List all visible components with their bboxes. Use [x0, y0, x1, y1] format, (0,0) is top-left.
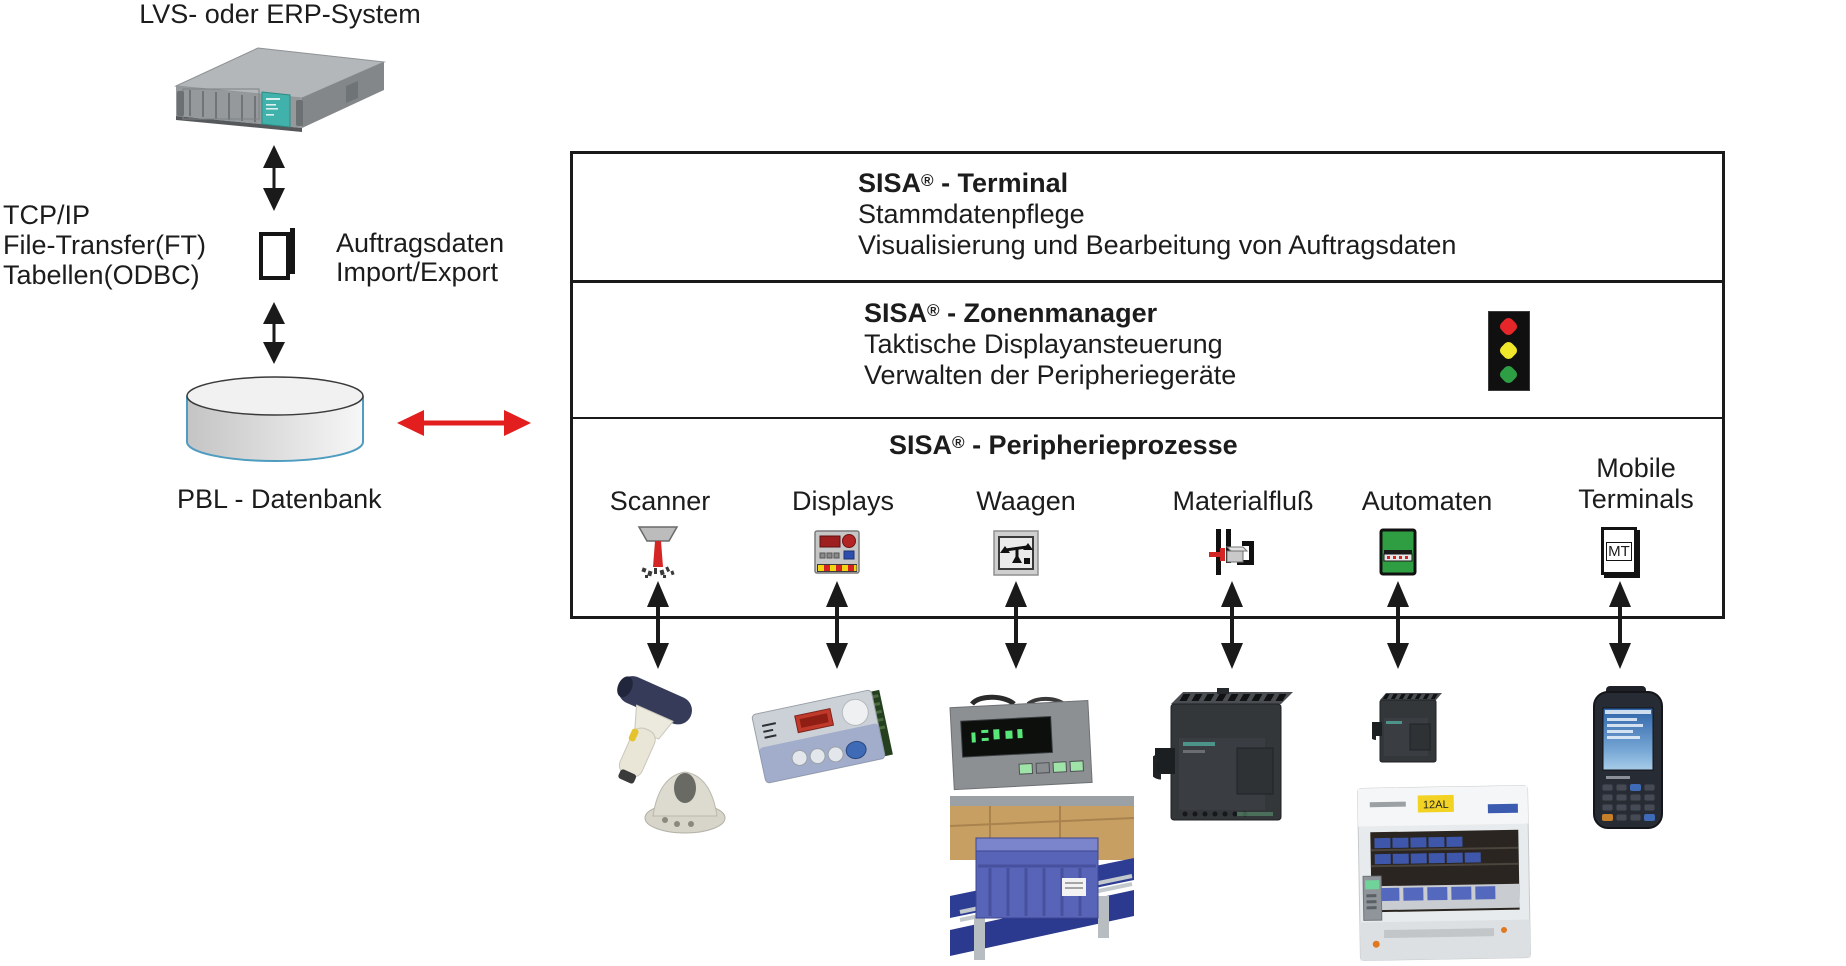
database-icon: [186, 376, 364, 462]
terminal-line1: Stammdatenpflege: [858, 199, 1085, 229]
plc-small-photo: [1372, 693, 1442, 763]
traffic-light-icon: [1488, 311, 1530, 391]
sisa-box: [570, 151, 1725, 619]
sisa-brand: SISA: [858, 168, 922, 198]
updown-arrow-doc-db: [263, 302, 285, 364]
updown-arrow-displays: [826, 581, 848, 669]
document-icon: [259, 228, 295, 280]
zonenmanager-section-title: SISA® - Zonenmanager: [864, 298, 1158, 328]
registered-mark: ®: [921, 171, 934, 190]
scanner-photo: [617, 676, 726, 834]
display-panel-photo: [751, 689, 893, 784]
protocol-label-odbc: Tabellen(ODBC): [3, 260, 200, 290]
updown-arrow-mobile: [1609, 581, 1631, 669]
crate-conveyor-photo: [950, 796, 1134, 960]
terminal-line2: Visualisierung und Bearbeitung von Auftr…: [858, 230, 1457, 260]
traffic-light-red: [1497, 315, 1520, 338]
scanner-icon: [637, 526, 679, 578]
label-mobile-terminals: Mobile Terminals: [1578, 453, 1694, 514]
updown-arrow-server-doc: [263, 145, 285, 211]
zonenmanager-line2: Verwalten der Peripheriegeräte: [864, 360, 1237, 390]
traffic-light-yellow: [1497, 339, 1520, 362]
label-scanner: Scanner: [609, 486, 711, 516]
traffic-light-green: [1497, 363, 1520, 386]
label-displays: Displays: [791, 486, 895, 516]
erp-server-image: [174, 47, 386, 132]
protocol-label-tcpip: TCP/IP: [3, 200, 91, 230]
erp-system-title: LVS- oder ERP-System: [139, 0, 421, 29]
automat-icon: [1379, 528, 1417, 576]
label-automaten: Automaten: [1361, 486, 1493, 516]
display-icon: [814, 530, 860, 574]
transfer-label-line2: Import/Export: [336, 257, 499, 287]
leanlift-photo: 12AL: [1357, 785, 1531, 961]
scale-display-photo: [949, 694, 1093, 791]
red-leftright-arrow: [397, 410, 531, 436]
updown-arrow-automaten: [1387, 581, 1409, 669]
transfer-label-line1: Auftragsdaten: [336, 228, 505, 258]
terminal-section-title: SISA® - Terminal: [858, 168, 1069, 198]
peripherie-section-title: SISA® - Peripherieprozesse: [889, 430, 1238, 460]
divider-zonenmanager-peripherie: [572, 417, 1723, 419]
plc-module-photo: [1153, 688, 1293, 821]
zonenmanager-line1: Taktische Displayansteuerung: [864, 329, 1223, 359]
leanlift-tag: 12AL: [1423, 799, 1449, 811]
divider-terminal-zonenmanager: [572, 280, 1723, 283]
materialflow-icon: [1209, 529, 1254, 575]
mobile-terminal-photo: [1593, 686, 1663, 829]
updown-arrow-materialfluss: [1221, 581, 1243, 669]
label-materialfluss: Materialfluß: [1172, 486, 1314, 516]
zonenmanager-section: SISA® - Zonenmanager Taktische Displayan…: [864, 295, 1236, 391]
label-waagen: Waagen: [976, 486, 1076, 516]
terminal-section: SISA® - Terminal Stammdatenpflege Visual…: [858, 165, 1456, 261]
updown-arrow-scanner: [647, 581, 669, 669]
updown-arrow-waagen: [1005, 581, 1027, 669]
scale-icon: [993, 530, 1039, 576]
database-label: PBL - Datenbank: [177, 484, 382, 514]
protocol-label-filetransfer: File-Transfer(FT): [3, 230, 206, 260]
mobile-terminal-icon: MT: [1601, 527, 1637, 575]
blue-crate: [975, 837, 1099, 919]
